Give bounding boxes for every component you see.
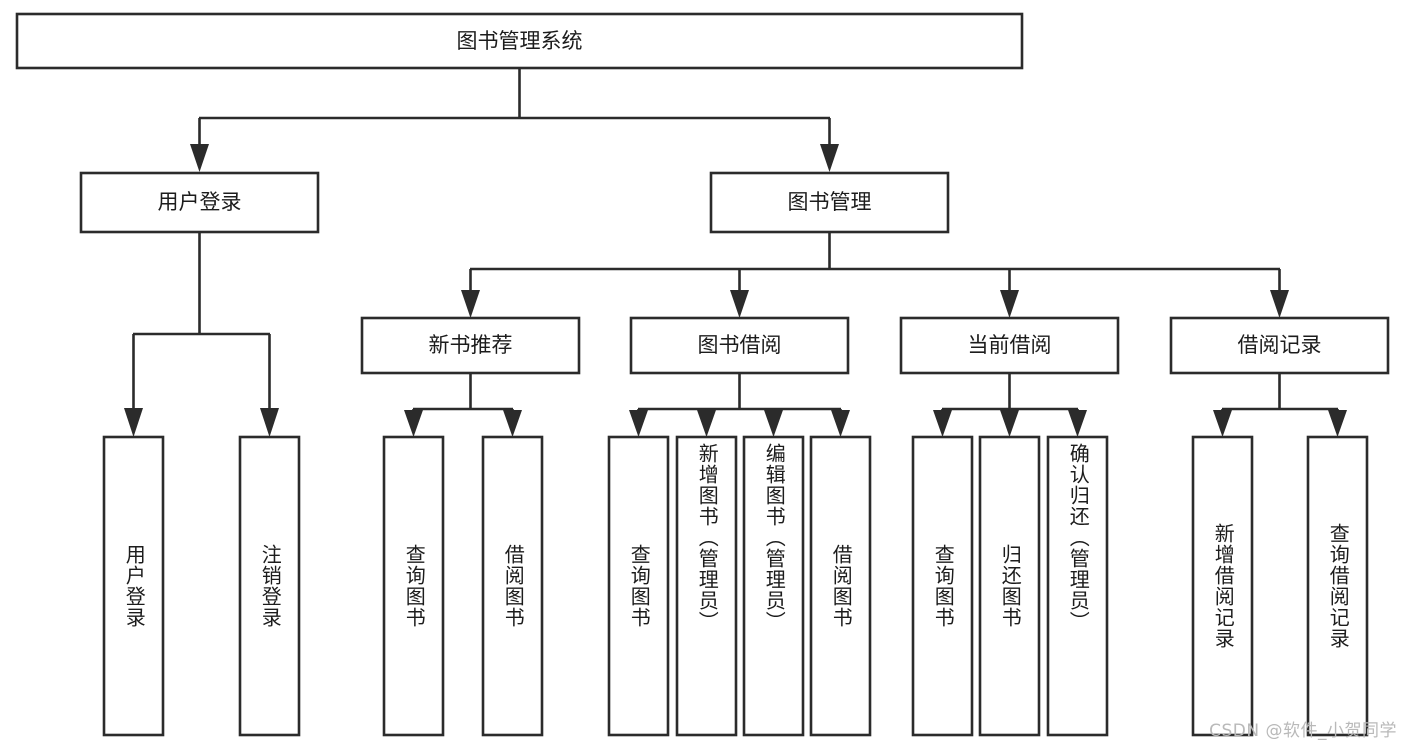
arrow-book-manage-child-3 xyxy=(1000,290,1019,318)
connector-group-borrow-record xyxy=(1213,373,1347,437)
arrow-root-to-book-manage xyxy=(820,144,839,172)
node-box-borrow-record[interactable] xyxy=(1169,316,1390,375)
leaf-box-add-record[interactable] xyxy=(1191,435,1254,737)
leaf-box-query-book-1[interactable] xyxy=(382,435,445,737)
leaf-box-query-record[interactable] xyxy=(1306,435,1369,737)
node-label-new-book-recommend: 新书推荐 xyxy=(429,333,513,357)
leaf-box-edit-book[interactable] xyxy=(742,435,805,737)
arrow-current-borrow-leaf-3 xyxy=(1068,410,1087,437)
arrow-new-book-leaf-1 xyxy=(404,410,423,437)
arrow-new-book-leaf-2 xyxy=(503,410,522,437)
node-box-user-login[interactable] xyxy=(79,171,320,234)
arrow-user-login-leaf-2 xyxy=(260,408,279,437)
arrow-book-borrow-leaf-3 xyxy=(764,410,783,437)
node-label-book-manage: 图书管理 xyxy=(788,190,872,214)
leaf-box-user-logout[interactable] xyxy=(238,435,301,737)
node-box-book-borrow[interactable] xyxy=(629,316,850,375)
arrow-current-borrow-leaf-2 xyxy=(1000,410,1019,437)
node-label-book-borrow: 图书借阅 xyxy=(698,333,782,357)
arrow-book-manage-child-2 xyxy=(730,290,749,318)
leaf-box-user-login[interactable] xyxy=(102,435,165,737)
arrow-borrow-record-leaf-1 xyxy=(1213,410,1232,437)
leaf-box-add-book[interactable] xyxy=(675,435,738,737)
node-label-root: 图书管理系统 xyxy=(457,29,583,53)
arrow-root-to-user-login xyxy=(190,144,209,172)
arrow-book-manage-child-4 xyxy=(1270,290,1289,318)
leaf-box-confirm-return[interactable] xyxy=(1046,435,1109,737)
arrow-borrow-record-leaf-2 xyxy=(1328,410,1347,437)
node-box-root[interactable] xyxy=(15,12,1024,70)
leaf-box-query-book-2[interactable] xyxy=(607,435,670,737)
node-box-current-borrow[interactable] xyxy=(899,316,1120,375)
node-box-book-manage[interactable] xyxy=(709,171,950,234)
node-label-current-borrow: 当前借阅 xyxy=(968,333,1052,357)
connector-group-user-login xyxy=(124,232,279,437)
arrow-user-login-leaf-1 xyxy=(124,408,143,437)
arrow-book-manage-child-1 xyxy=(461,290,480,318)
connector-group-new-book-recommend xyxy=(404,373,522,437)
node-label-borrow-record: 借阅记录 xyxy=(1238,333,1322,357)
arrow-book-borrow-leaf-1 xyxy=(629,410,648,437)
leaf-box-borrow-book-1[interactable] xyxy=(481,435,544,737)
arrow-book-borrow-leaf-4 xyxy=(831,410,850,437)
connector-group-book-manage xyxy=(461,232,1289,318)
node-label-user-login: 用户登录 xyxy=(158,190,242,214)
connector-group-root xyxy=(190,68,839,172)
leaf-box-return-book[interactable] xyxy=(978,435,1041,737)
arrow-current-borrow-leaf-1 xyxy=(933,410,952,437)
connector-group-book-borrow xyxy=(629,373,850,437)
watermark-text: CSDN @软件_小贺同学 xyxy=(1209,721,1397,741)
leaf-box-query-book-3[interactable] xyxy=(911,435,974,737)
arrow-book-borrow-leaf-2 xyxy=(697,410,716,437)
connector-group-current-borrow xyxy=(933,373,1087,437)
leaf-box-borrow-book-2[interactable] xyxy=(809,435,872,737)
node-box-new-book-recommend[interactable] xyxy=(360,316,581,375)
